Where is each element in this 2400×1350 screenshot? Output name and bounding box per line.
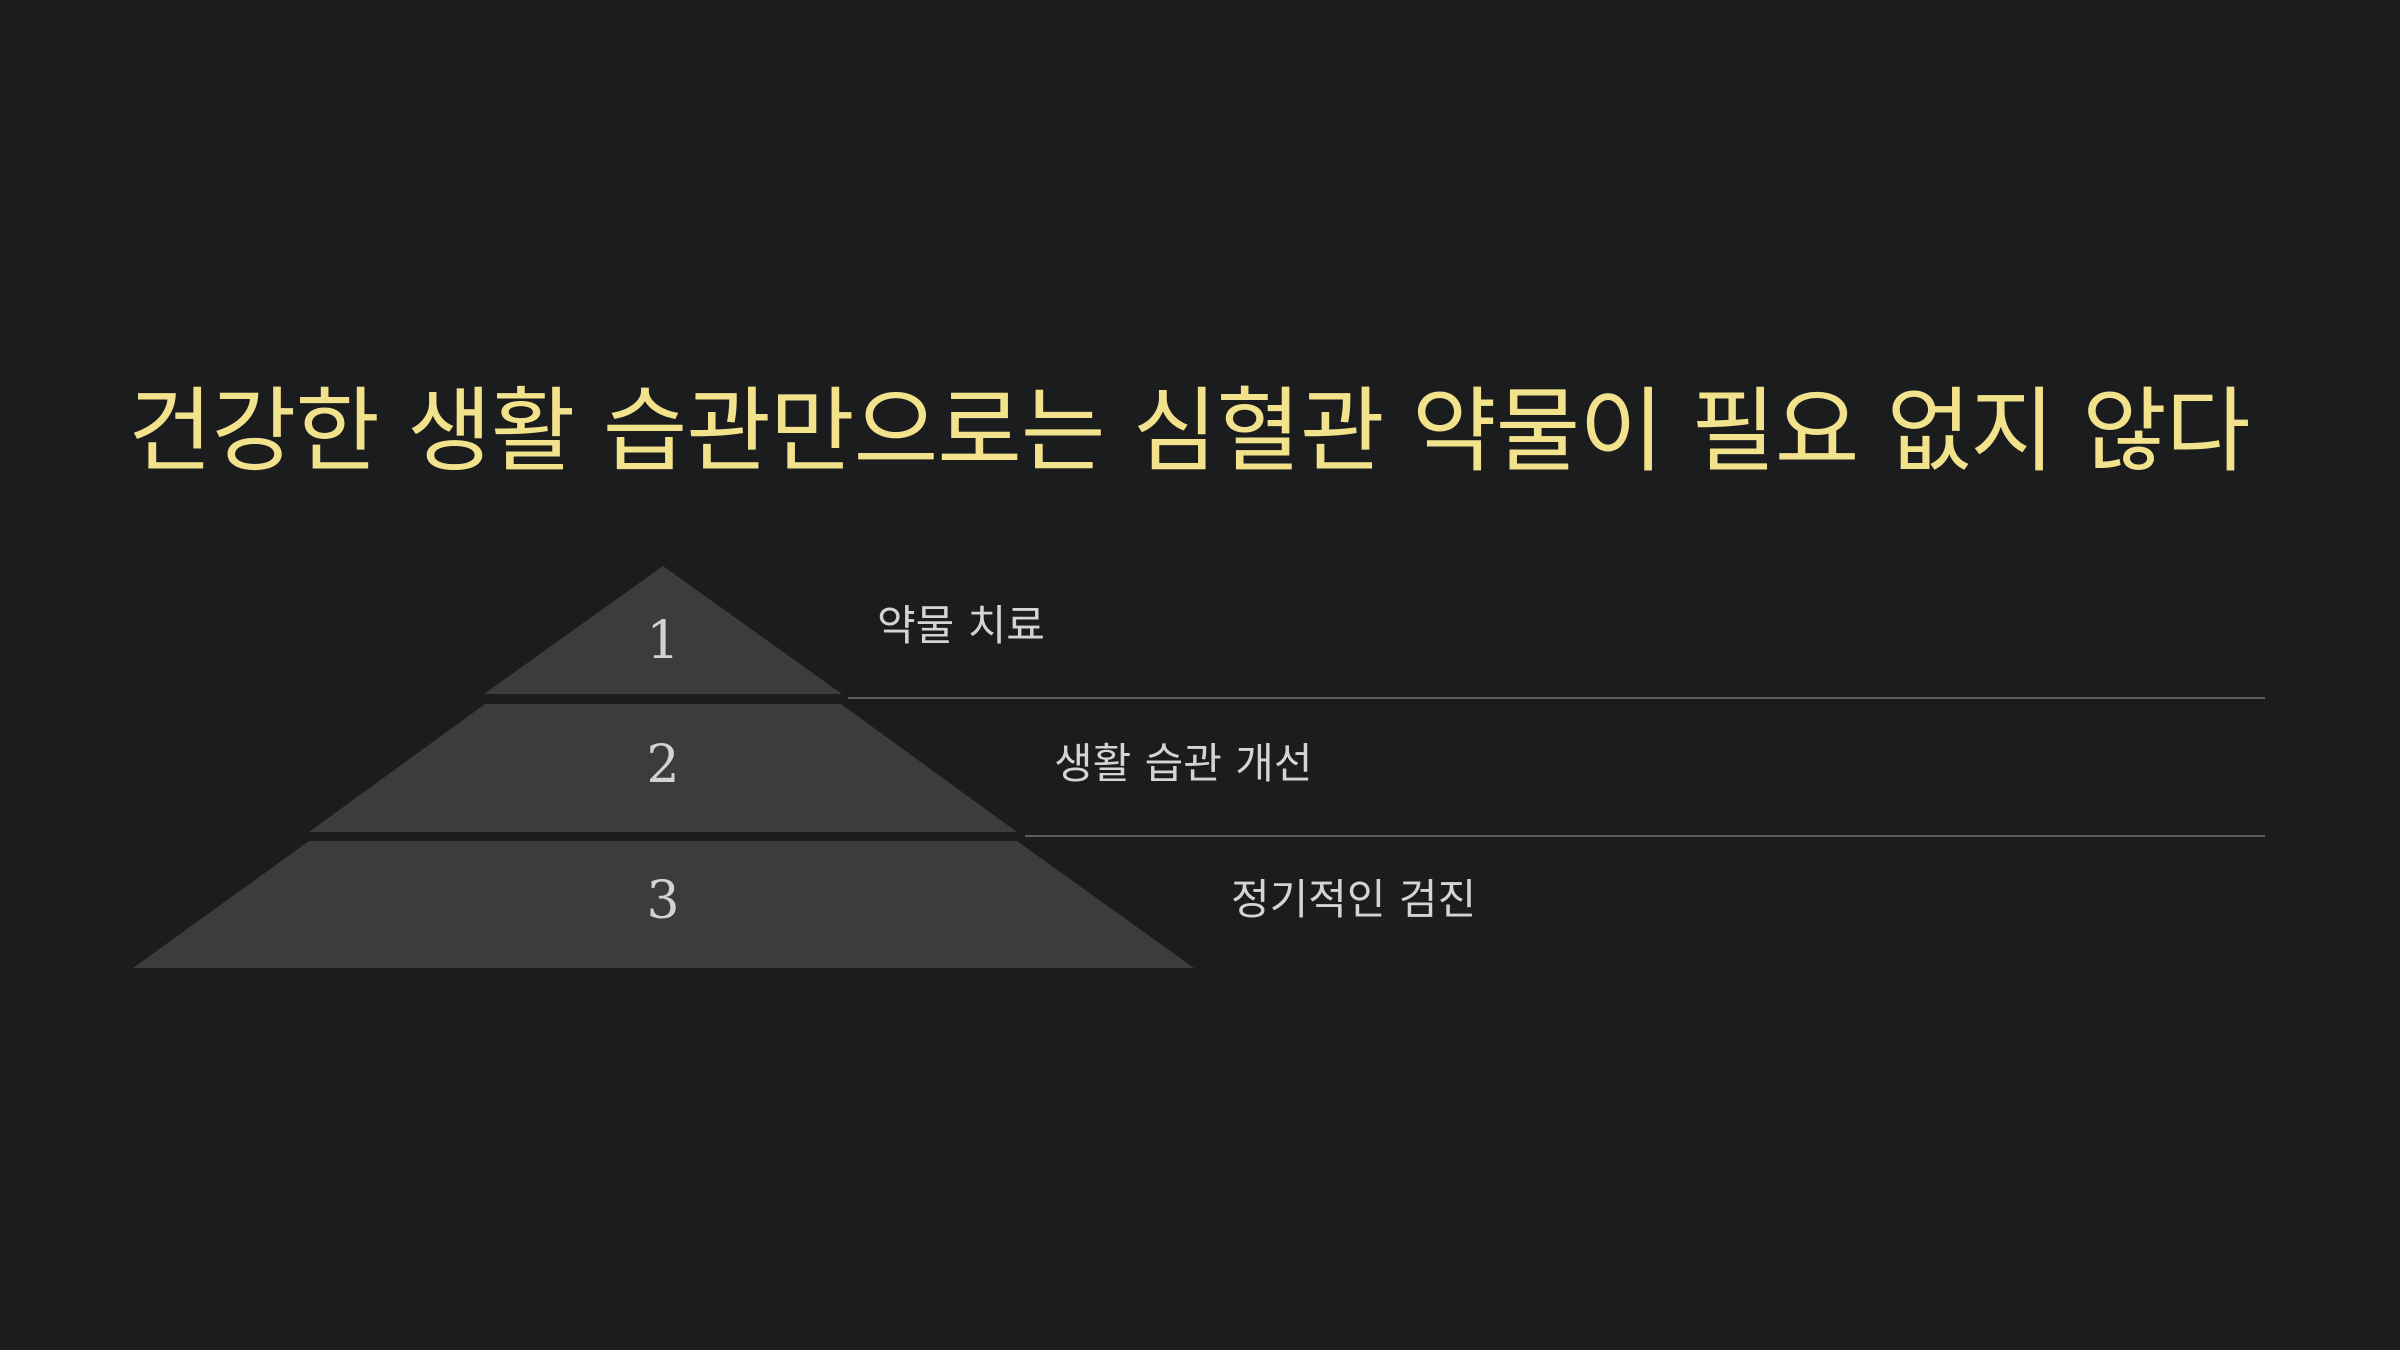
pyramid-tier-3-label: 정기적인 검진: [1231, 875, 1477, 924]
pyramid-tier-1-label: 약물 치료: [877, 601, 1045, 650]
pyramid-tier-2-number: 2: [646, 735, 679, 795]
pyramid-tier-3: [133, 841, 1194, 968]
pyramid-tier-1: [484, 566, 842, 694]
pyramid-tier-2: [309, 704, 1017, 832]
pyramid-tier-1-number: 1: [646, 611, 679, 671]
pyramid-tier-2-label: 생활 습관 개선: [1054, 739, 1313, 788]
slide-title: 건강한 생활 습관만으로는 심혈관 약물이 필요 없지 않다: [128, 378, 2250, 485]
pyramid-tier-3-number: 3: [646, 871, 679, 931]
